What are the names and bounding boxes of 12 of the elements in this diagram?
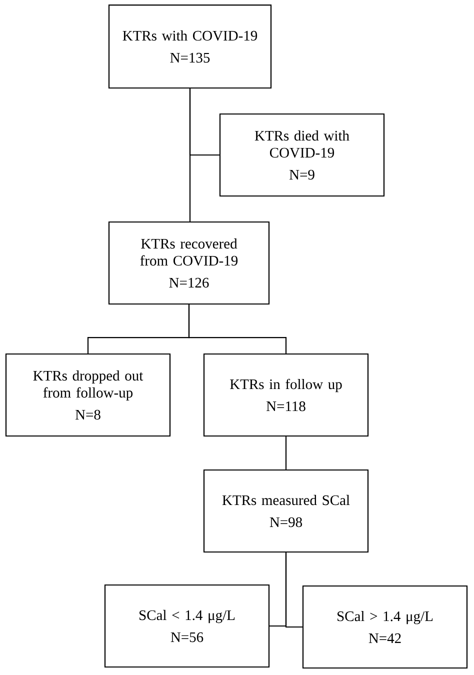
process-box: KTRs with COVID-19 N=135 [108,4,272,89]
connector-line [189,88,220,156]
connector-line [285,552,302,628]
process-box: KTRs recovered from COVID-19 N=126 [108,221,270,305]
process-box: KTRs dropped out from follow-up N=8 [5,353,171,437]
process-box: SCal < 1.4 μg/L N=56 [104,584,270,668]
process-box: KTRs measured SCal N=98 [203,469,369,553]
connector-line [188,304,287,354]
process-box: KTRs died with COVID-19 N=9 [219,113,385,197]
connector-line [285,436,287,470]
process-box: KTRs in follow up N=118 [203,353,369,437]
process-box: SCal > 1.4 μg/L N=42 [302,585,468,669]
